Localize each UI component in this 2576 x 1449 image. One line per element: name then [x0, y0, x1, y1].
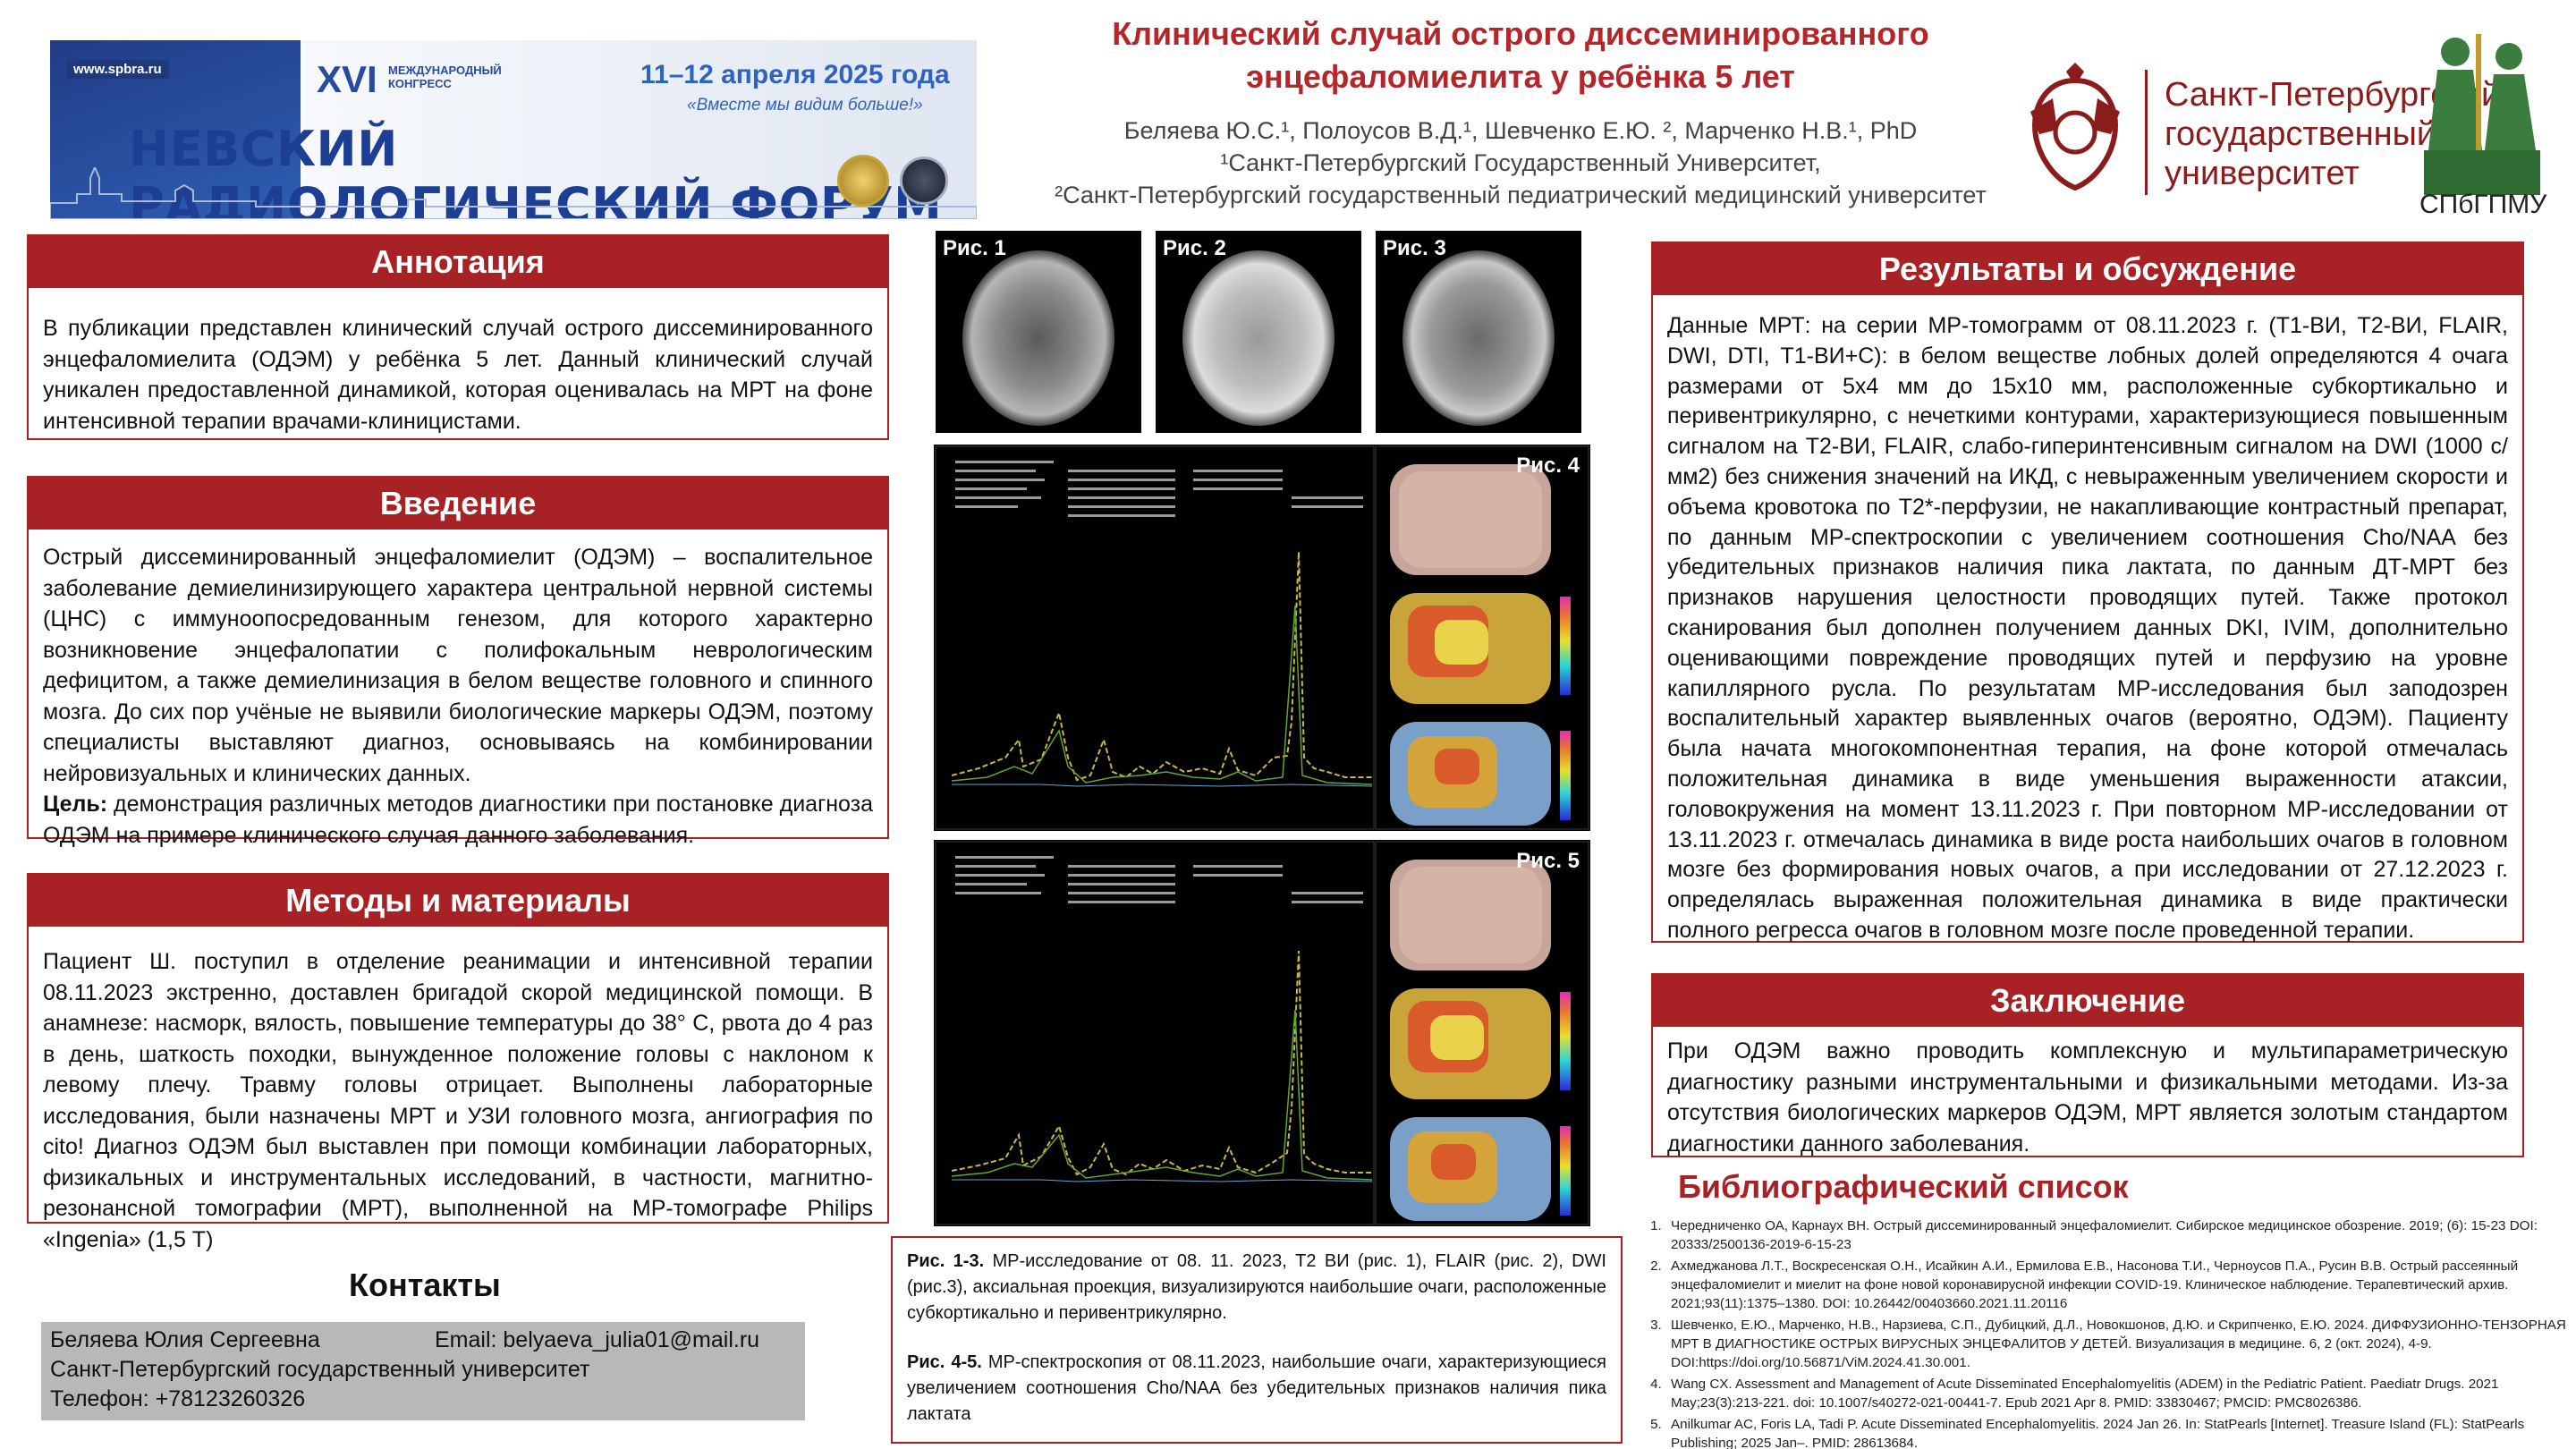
- spbu-emblem-icon: [2030, 63, 2120, 191]
- caption-1-text: МР-исследование от 08. 11. 2023, Т2 ВИ (…: [907, 1251, 1606, 1323]
- spectrum-plot-5: [935, 841, 1589, 1225]
- figure-2-mri: Рис. 2: [1156, 231, 1361, 433]
- contact-org: Санкт-Петербургский государственный унив…: [50, 1357, 590, 1382]
- bibliography-item: Шевченко, Е.Ю., Марченко, Н.В., Нарзиева…: [1665, 1316, 2569, 1372]
- congress-banner: www.spbra.ru XVI МЕЖДУНАРОДНЫЙ КОНГРЕСС …: [50, 40, 977, 219]
- brain-slice-dwi: [1402, 250, 1555, 426]
- bibliography-item: Ахмеджанова Л.Т., Воскресенская О.Н., Ис…: [1665, 1257, 2569, 1313]
- contact-name: Беляева Юлия Сергеевна: [50, 1327, 320, 1352]
- banner-congress-label: МЕЖДУНАРОДНЫЙ КОНГРЕСС: [388, 64, 502, 90]
- poster-title: Клинический случай острого диссеминирова…: [1020, 13, 2021, 98]
- authors-block: Беляева Ю.С.¹, Полоусов В.Д.¹, Шевченко …: [1020, 114, 2021, 211]
- intro-section: Введение Острый диссеминированный энцефа…: [27, 476, 889, 848]
- award-badge-icon: [837, 155, 889, 207]
- caption-paragraph-2: Рис. 4-5. МР-спектроскопия от 08.11.2023…: [907, 1350, 1606, 1428]
- spbu-name-line-2: государственный: [2165, 115, 2436, 153]
- banner-dates: 11–12 апреля 2025 года: [640, 60, 950, 89]
- bibliography-item: Wang CX. Assessment and Management of Ac…: [1665, 1375, 2569, 1412]
- intro-goal-text: демонстрация различных методов диагности…: [43, 792, 873, 848]
- contacts-title: Контакты: [349, 1267, 501, 1303]
- methods-text: Пациент Ш. поступил в отделение реанимац…: [43, 949, 873, 1252]
- bibliography-item: Чередниченко ОА, Карнаух ВН. Острый дисс…: [1665, 1216, 2569, 1254]
- methods-header: Методы и материалы: [29, 875, 887, 927]
- intro-body: Острый диссеминированный энцефаломиелит …: [29, 530, 887, 851]
- methods-section: Методы и материалы Пациент Ш. поступил в…: [27, 873, 889, 1252]
- figure-4-label: Рис. 4: [1516, 453, 1580, 478]
- figure-3-mri: Рис. 3: [1376, 231, 1581, 433]
- bibliography-title: Библиографический список: [1678, 1168, 2129, 1205]
- banner-forum-title: НЕВСКИЙ РАДИОЛОГИЧЕСКИЙ ФОРУМ: [129, 121, 943, 219]
- banner-motto: «Вместе мы видим больше!»: [687, 96, 923, 114]
- figure-3-label: Рис. 3: [1383, 236, 1446, 260]
- results-text: Данные МРТ: на серии МР-томограмм от 08.…: [1667, 313, 2508, 943]
- caption-2-text: МР-спектроскопия от 08.11.2023, наибольш…: [907, 1352, 1606, 1424]
- caption-paragraph-1: Рис. 1-3. МР-исследование от 08. 11. 202…: [907, 1249, 1606, 1326]
- brain-slice-t2: [962, 250, 1114, 426]
- caption-1-label: Рис. 1-3.: [907, 1251, 985, 1271]
- annotation-section: Аннотация В публикации представлен клини…: [27, 234, 889, 440]
- annotation-header: Аннотация: [29, 236, 887, 288]
- conclusion-header: Заключение: [1653, 975, 2522, 1027]
- results-section: Результаты и обсуждение Данные МРТ: на с…: [1651, 242, 2524, 943]
- logo-separator: [2145, 70, 2148, 195]
- spbgpmu-label: СПбГПМУ: [2419, 190, 2547, 219]
- figure-5-spectroscopy: Рис. 5: [934, 840, 1590, 1226]
- figure-1-mri: Рис. 1: [936, 231, 1141, 433]
- contacts-box: Беляева Юлия Сергеевна Email: belyaeva_j…: [41, 1322, 805, 1420]
- caption-2-label: Рис. 4-5.: [907, 1352, 982, 1372]
- authors-names: Беляева Ю.С.¹, Полоусов В.Д.¹, Шевченко …: [1123, 117, 1918, 144]
- bibliography-list: Чередниченко ОА, Карнаух ВН. Острый дисс…: [1648, 1216, 2569, 1449]
- annotation-text: В публикации представлен клинический слу…: [43, 316, 873, 434]
- bibliography-item: Anilkumar AC, Foris LA, Tadi P. Acute Di…: [1665, 1415, 2569, 1449]
- conclusion-text: При ОДЭМ важно проводить комплексную и м…: [1667, 1038, 2508, 1157]
- contact-phone: Телефон: +78123260326: [50, 1386, 306, 1411]
- intro-goal-label: Цель:: [43, 792, 108, 817]
- spectrum-plot-4: [935, 445, 1589, 830]
- city-skyline-icon: [50, 167, 977, 219]
- title-line-1: Клинический случай острого диссеминирова…: [1112, 15, 1929, 52]
- spbgpmu-emblem-icon: [2424, 34, 2540, 195]
- banner-url: www.spbra.ru: [66, 60, 169, 79]
- contact-email[interactable]: Email: belyaeva_julia01@mail.ru: [435, 1327, 760, 1352]
- brain-slice-flair: [1182, 250, 1335, 426]
- figure-5-label: Рис. 5: [1516, 849, 1580, 873]
- banner-roman-number: XVI: [317, 58, 377, 100]
- affiliation-2: ²Санкт-Петербургский государственный пед…: [1055, 182, 1987, 208]
- figure-4-spectroscopy: Рис. 4: [934, 445, 1590, 831]
- conclusion-section: Заключение При ОДЭМ важно проводить комп…: [1651, 973, 2524, 1157]
- figure-1-label: Рис. 1: [943, 236, 1006, 260]
- spbu-name-line-3: университет: [2165, 155, 2360, 192]
- title-line-2: энцефаломиелита у ребёнка 5 лет: [1246, 58, 1795, 95]
- figures-caption: Рис. 1-3. МР-исследование от 08. 11. 202…: [891, 1236, 1623, 1444]
- intro-header: Введение: [29, 478, 887, 530]
- results-header: Результаты и обсуждение: [1653, 243, 2522, 295]
- intro-text: Острый диссеминированный энцефаломиелит …: [43, 545, 873, 786]
- society-badge-icon: [900, 157, 948, 205]
- figure-2-label: Рис. 2: [1163, 236, 1226, 260]
- affiliation-1: ¹Санкт-Петербургский Государственный Уни…: [1220, 149, 1821, 176]
